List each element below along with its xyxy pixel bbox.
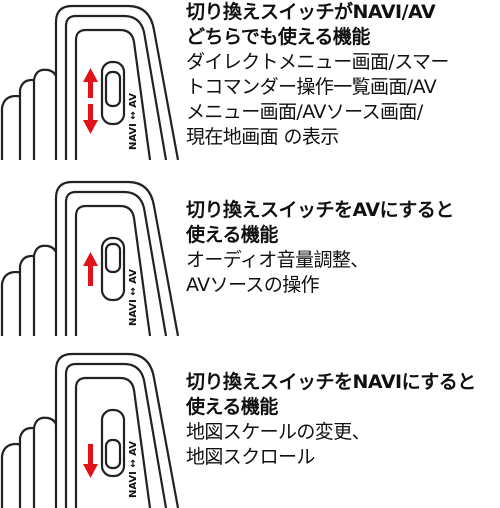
remote-illustration: NAVI ↔ AV xyxy=(0,4,180,160)
section-av: NAVI ↔ AV 切り換えスイッチをAVにすると 使える機能 オーディオ音量調… xyxy=(0,176,500,336)
section-heading: 切り換えスイッチがNAVI/AV どちらでも使える機能 xyxy=(186,1,436,48)
section-both: NAVI ↔ AV 切り換えスイッチがNAVI/AV どちらでも使える機能 ダイ… xyxy=(0,0,500,160)
section-body: オーディオ音量調整、 AVソースの操作 xyxy=(186,249,369,296)
section-body: 地図スケールの変更、 地図スクロール xyxy=(186,421,371,468)
arrow-down-icon xyxy=(83,104,98,134)
arrow-down-icon xyxy=(83,444,98,478)
switch-label-text: NAVI ↔ AV xyxy=(128,269,139,326)
remote-illustration: NAVI ↔ AV xyxy=(0,352,180,508)
section-heading: 切り換えスイッチをAVにすると 使える機能 xyxy=(186,199,454,246)
switch-label-text: NAVI ↔ AV xyxy=(128,93,139,150)
arrow-up-icon xyxy=(83,252,98,286)
remote-illustration: NAVI ↔ AV xyxy=(0,180,180,336)
section-navi: NAVI ↔ AV 切り換えスイッチをNAVIにすると 使える機能 地図スケール… xyxy=(0,348,500,508)
section-body: ダイレクトメニュー画面/スマー トコマンダー操作一覧画面/AV メニュー画面/A… xyxy=(186,51,449,148)
section-heading: 切り換えスイッチをNAVIにすると 使える機能 xyxy=(186,371,476,418)
arrow-up-icon xyxy=(83,68,98,98)
switch-label-text: NAVI ↔ AV xyxy=(128,441,139,498)
